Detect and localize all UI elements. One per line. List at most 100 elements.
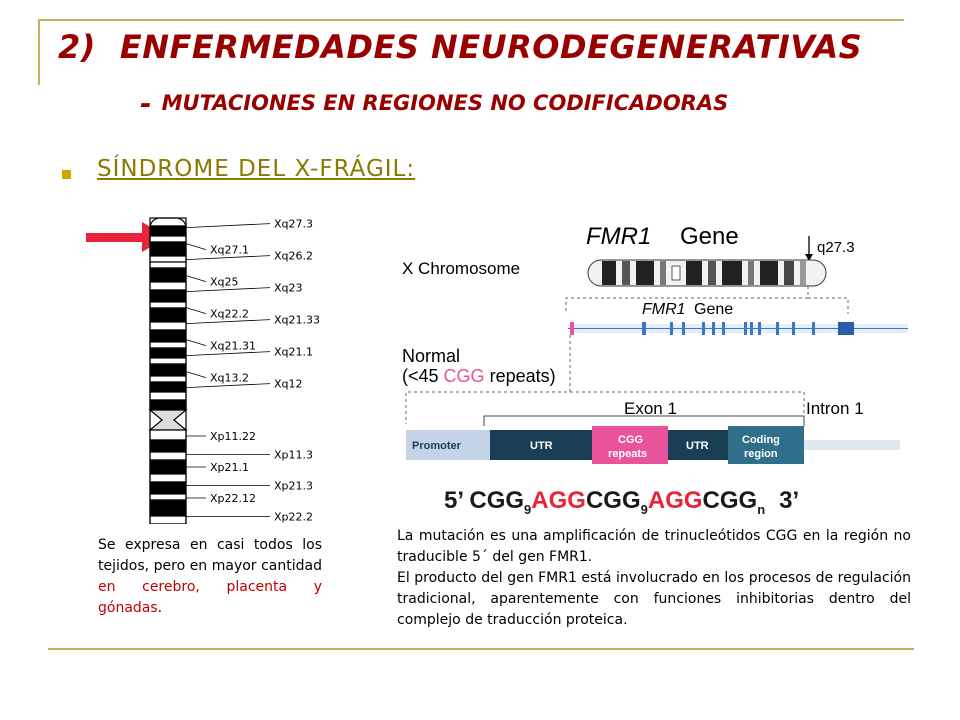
coding-label-line1: Coding (742, 434, 780, 446)
q-band (149, 329, 187, 343)
title-number: 2) (58, 28, 96, 66)
seq-cgg-3: CGG (703, 487, 758, 514)
band-label-right: Xq21.1 (274, 346, 313, 359)
q-band (149, 399, 187, 411)
zoom-gene-label: FMR1 (642, 301, 686, 318)
figure-title-word: Gene (680, 223, 739, 250)
cgg-repeats-segment (592, 426, 668, 464)
utr-segment-1 (490, 430, 592, 460)
centromere (148, 409, 188, 431)
q-band (149, 321, 187, 331)
p-band (149, 473, 187, 483)
p-band (149, 515, 187, 524)
q-band (149, 255, 187, 263)
section-heading: SÍNDROME DEL X-FRÁGIL: (97, 156, 416, 182)
right-caption-p1: La mutación es una amplificación de trin… (397, 528, 911, 565)
exon-segment-bar: Promoter UTR CGG repeats UTR Coding regi… (406, 426, 900, 464)
band-label-left: Xq21.31 (210, 340, 256, 353)
right-caption-p2: El producto del gen FMR1 está involucrad… (397, 570, 911, 628)
seq-sub-2: 9 (641, 502, 648, 517)
seq-3prime: 3’ (779, 487, 799, 514)
right-caption: La mutación es una amplificación de trin… (397, 526, 911, 631)
q-band (149, 357, 187, 365)
band-label-right: Xq12 (274, 378, 303, 391)
band-label-left: Xq25 (210, 276, 239, 289)
fmr1-gene-track (568, 322, 908, 335)
p-band (149, 481, 187, 495)
chromosome-outline (149, 217, 187, 524)
q-band (149, 225, 187, 237)
left-rule (38, 19, 40, 85)
fmr1-gene-figure: FMR1 Gene q27.3 X Chromosome FMR1 Gene (402, 223, 908, 517)
zoom-gene-word: Gene (694, 301, 733, 318)
seq-cgg-2: CGG (586, 487, 641, 514)
x-chromosome-label: X Chromosome (402, 259, 520, 278)
p-band (149, 459, 187, 475)
promoter-label: Promoter (412, 440, 462, 452)
repeats-cgg: CGG (444, 366, 485, 386)
slide-title: 2) ENFERMEDADES NEURODEGENERATIVAS (58, 28, 862, 66)
q-band (149, 281, 187, 291)
band-label-left: Xp22.32 (210, 523, 256, 524)
band-label-right: Xq23 (274, 282, 303, 295)
q-band (149, 241, 187, 257)
seq-agg-2: AGG (648, 487, 703, 514)
seq-sub-n: n (757, 502, 765, 517)
band-label-left: Xq27.1 (210, 244, 249, 257)
left-caption-text: Se expresa en casi todos los tejidos, pe… (98, 537, 322, 574)
q-band (149, 261, 187, 269)
band-label-right: Xp11.3 (274, 449, 313, 462)
p-band (149, 499, 187, 517)
exon-label: Exon 1 (624, 399, 677, 418)
q-band (149, 381, 187, 393)
normal-label: Normal (402, 346, 460, 366)
p-band (149, 451, 187, 461)
band-label-left: Xq13.2 (210, 372, 249, 385)
coding-label-line2: region (744, 448, 778, 460)
q-band (149, 301, 187, 309)
band-label-left: Xp22.12 (210, 492, 256, 505)
q-band (149, 235, 187, 243)
band-label-right: Xq26.2 (274, 250, 313, 263)
utr-segment-2 (668, 430, 728, 460)
bottom-rule (48, 648, 914, 650)
repeats-suffix: repeats) (490, 366, 556, 386)
subtitle-text: MUTACIONES EN REGIONES NO CODIFICADORAS (161, 91, 729, 115)
subtitle-dash: - (140, 87, 152, 120)
repeats-label: (<45 CGG repeats) (402, 366, 556, 386)
band-label-left: Xp21.1 (210, 461, 249, 474)
left-caption-highlight: en cerebro, placenta y gónadas (98, 579, 322, 616)
band-label-right: Xq27.3 (274, 218, 313, 231)
bullet-square-icon (62, 170, 71, 179)
band-label-left: Xp11.22 (210, 430, 256, 443)
left-caption-end: . (157, 600, 163, 616)
q-band (149, 375, 187, 383)
top-rule (38, 19, 904, 21)
p-band (149, 429, 187, 441)
seq-agg-1: AGG (531, 487, 586, 514)
figure-title-gene: FMR1 (586, 223, 651, 250)
utr-label-2: UTR (686, 440, 709, 452)
q-band (149, 289, 187, 303)
band-label-left: Xq22.2 (210, 308, 249, 321)
p-band (149, 493, 187, 501)
cgg-label-line2: repeats (608, 448, 647, 460)
x-chromosome-bar (587, 259, 827, 287)
q-band (149, 347, 187, 359)
coding-region-segment (728, 426, 804, 464)
slide-subtitle: -MUTACIONES EN REGIONES NO CODIFICADORAS (140, 84, 729, 120)
seq-sub-1: 9 (524, 502, 531, 517)
q-band (149, 307, 187, 323)
band-label-right: Xp22.2 (274, 511, 313, 524)
q-band (149, 391, 187, 401)
band-label-right: Xq21.33 (274, 314, 320, 327)
band-label-right: Xp21.3 (274, 480, 313, 493)
left-caption: Se expresa en casi todos los tejidos, pe… (98, 535, 322, 619)
q-band (149, 267, 187, 283)
repeats-prefix: (<45 (402, 366, 439, 386)
q-band (149, 363, 187, 377)
seq-5prime: 5’ (444, 487, 463, 514)
title-text: ENFERMEDADES NEURODEGENERATIVAS (119, 28, 863, 66)
utr-label-1: UTR (530, 440, 553, 452)
